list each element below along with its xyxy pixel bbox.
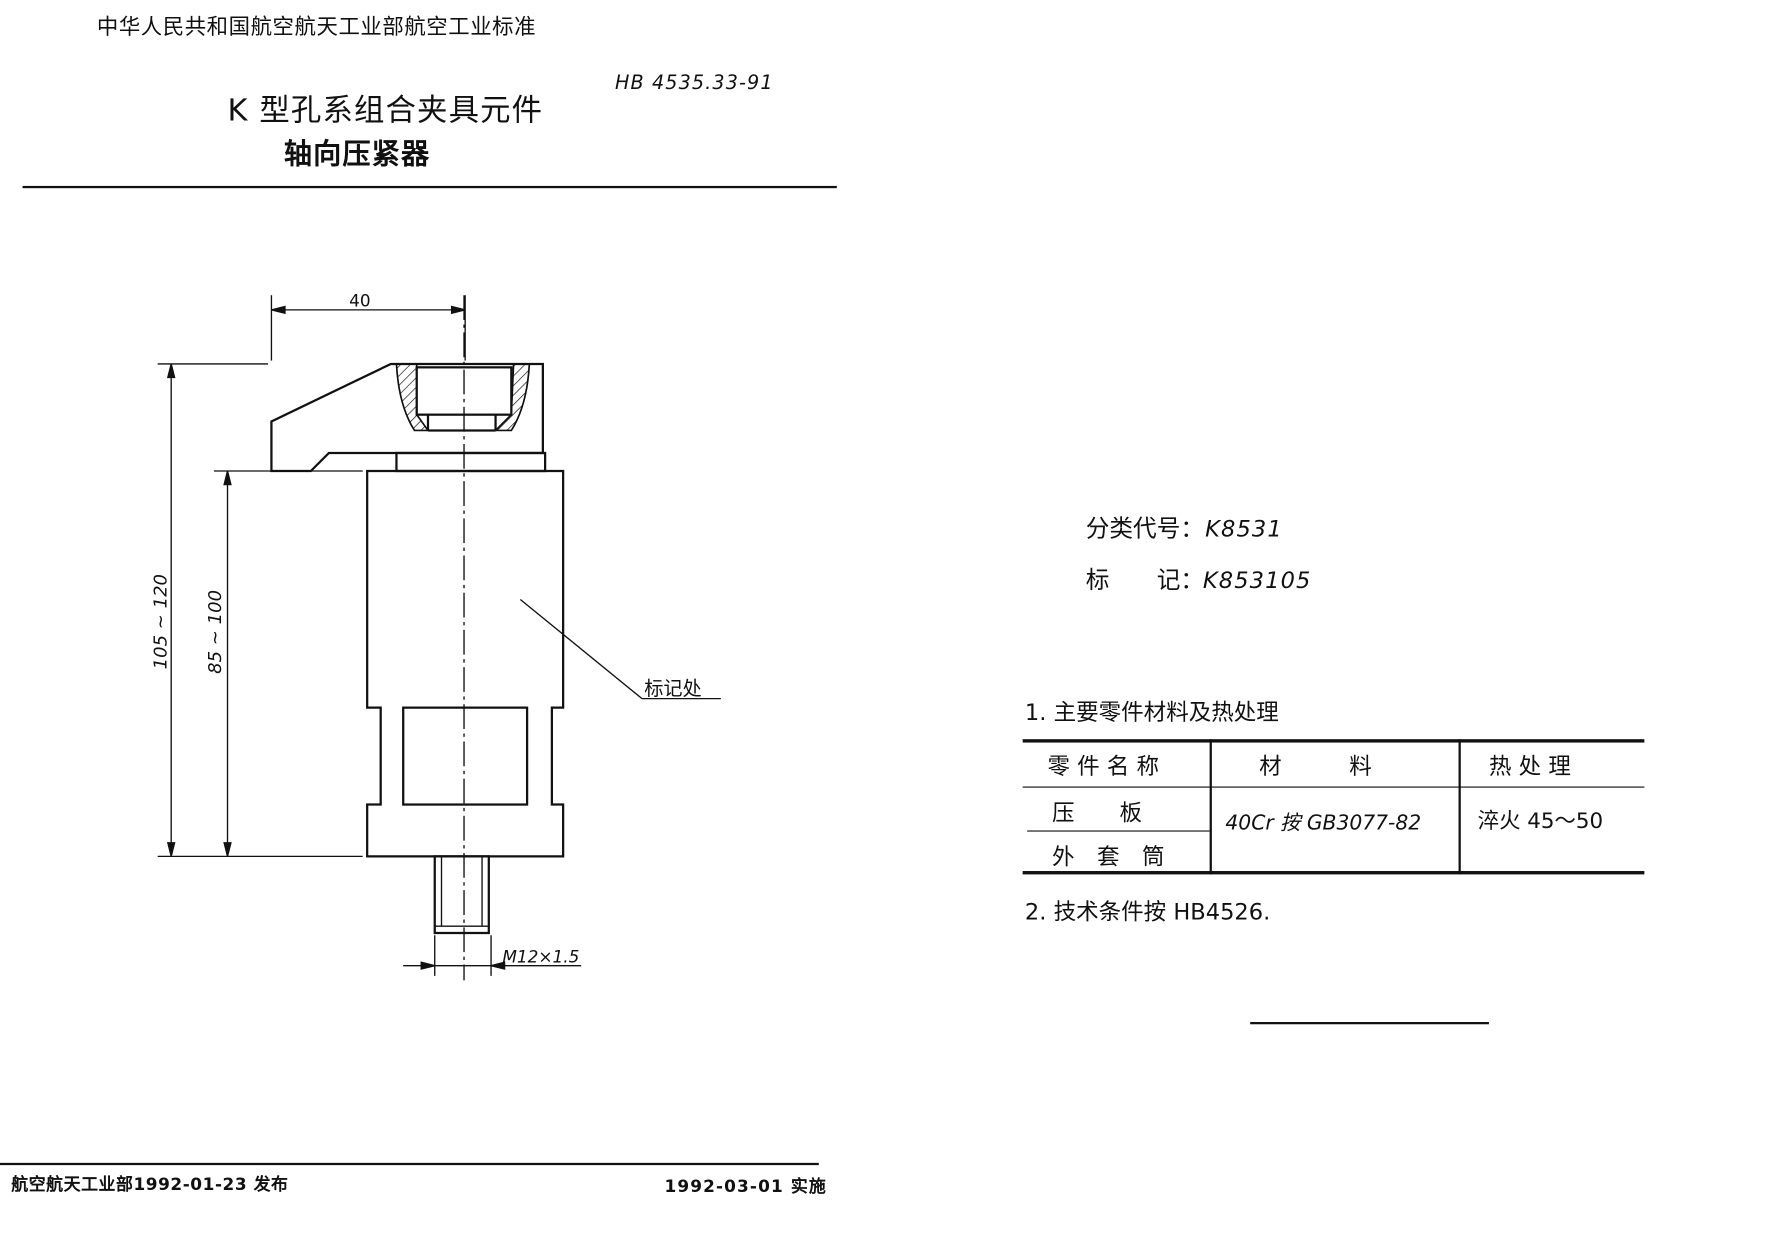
threaded-stud: [433, 855, 490, 935]
table-header-rule: [1022, 786, 1645, 788]
document-subtitle: 轴向压紧器: [283, 137, 431, 171]
note-1: 1. 主要零件材料及热处理: [1024, 698, 1279, 726]
heat-treatment-spec: 淬火 45～50: [1477, 809, 1604, 834]
table-part-rule: [1027, 830, 1210, 832]
issued-date: 航空航天工业部1992-01-23 发布: [11, 1174, 289, 1195]
table-top-rule: [1022, 739, 1645, 743]
marking-label: 标 记：: [1085, 566, 1204, 594]
classification-code-label: 分类代号：: [1085, 514, 1204, 542]
end-rule: [1250, 1022, 1489, 1025]
dim-body-height-text: 85 ~ 100: [205, 590, 226, 674]
plate-section-right: [493, 363, 531, 432]
effective-date: 1992-03-01 实施: [664, 1176, 827, 1197]
dim-overall-height-text: 105 ~ 120: [151, 574, 172, 669]
mark-leader: [519, 598, 643, 700]
part-clamp-plate: 压 板: [1051, 798, 1143, 826]
issuer-line: 中华人民共和国航空航天工业部航空工业标准: [96, 14, 537, 40]
mark-location-text: 标记处: [644, 677, 701, 700]
sleeve-window: [402, 706, 529, 806]
table-col-divider-2: [1458, 739, 1461, 875]
note-2: 2. 技术条件按 HB4526.: [1024, 898, 1271, 926]
table-bottom-rule: [1022, 871, 1645, 875]
footer-rule: [0, 1162, 819, 1166]
plate-section-left: [395, 363, 430, 432]
collar: [395, 451, 547, 473]
header-part-name: 零 件 名 称: [1047, 752, 1160, 780]
classification-code-value: K8531: [1205, 514, 1283, 542]
header-heat-treatment: 热 处 理: [1488, 752, 1571, 780]
header-rule: [22, 185, 837, 189]
dim-width-text: 40: [349, 290, 370, 310]
material-spec: 40Cr 按 GB3077-82: [1225, 811, 1422, 835]
clamp-plate-outline: [270, 362, 544, 473]
thread-text: M12×1.5: [502, 946, 579, 966]
standard-number: HB 4535.33-91: [614, 72, 774, 95]
outer-sleeve: [366, 469, 565, 858]
document-title: K 型孔系组合夹具元件: [227, 93, 544, 129]
axial-clamp-drawing: 40 105 ~ 120 85 ~ 100 M12×1.5 标记处: [151, 290, 721, 981]
header-material: 材 料: [1259, 752, 1372, 780]
part-outer-sleeve: 外 套 筒: [1051, 842, 1165, 870]
table-col-divider-1: [1209, 739, 1212, 875]
marking-value: K853105: [1202, 566, 1312, 594]
materials-table: 零 件 名 称 材 料 热 处 理 压 板 外 套 筒 40Cr 按 GB307…: [1022, 739, 1645, 875]
